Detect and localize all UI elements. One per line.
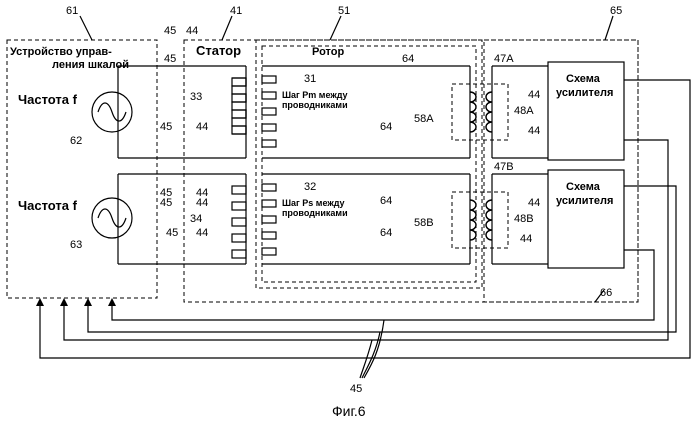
transformer-58a (470, 92, 492, 132)
frequency-top-label: Частота f (18, 92, 78, 107)
ref-44-e: 44 (196, 227, 208, 239)
transformer-58b (470, 200, 492, 240)
ref-31: 31 (304, 73, 316, 85)
figure-caption: Фиг.6 (332, 403, 366, 419)
ref-51: 51 (338, 5, 350, 17)
ref-48a: 48A (514, 105, 534, 117)
ref-33: 33 (190, 91, 202, 103)
ref-47b: 47B (494, 161, 514, 173)
ac-source-top (92, 92, 132, 132)
pitch-m-label-1: Шаг Pm между (282, 90, 348, 100)
ref-64-a: 64 (402, 53, 414, 65)
arrow-2 (60, 298, 68, 306)
arrow-1 (36, 298, 44, 306)
ref-44-d: 44 (196, 197, 208, 209)
ref-45-bottom: 45 (350, 383, 362, 395)
rotor-label: Ротор (312, 46, 344, 58)
ref-44-a: 44 (186, 25, 198, 37)
ref-58a: 58A (414, 113, 434, 125)
arrow-3 (84, 298, 92, 306)
ref-58b: 58B (414, 217, 434, 229)
ref-64-b: 64 (380, 121, 392, 133)
ref-34: 34 (190, 213, 202, 225)
ref-44-r2: 44 (528, 125, 540, 137)
amplifier-top-label-2: усилителя (556, 87, 613, 99)
stator-coil-top (232, 78, 246, 134)
ref-44-b: 44 (196, 121, 208, 133)
stator-coil-bottom (232, 186, 246, 258)
ref-44-r1: 44 (528, 89, 540, 101)
ref-41: 41 (230, 5, 242, 17)
ref-66: 66 (600, 287, 612, 299)
rotor-scale-bottom (262, 184, 276, 255)
pitch-s-label-2: проводниками (282, 208, 348, 218)
ref-64-c: 64 (380, 195, 392, 207)
ref-45-d: 45 (160, 197, 172, 209)
amplifier-top-label-1: Схема (566, 73, 601, 85)
ref-45-e: 45 (166, 227, 178, 239)
ref-44-r4: 44 (520, 233, 532, 245)
pitch-m-label-2: проводниками (282, 100, 348, 110)
ref-65: 65 (610, 5, 622, 17)
ref-45-a: 45 (164, 53, 176, 65)
ref-45-f: 45 (164, 25, 176, 37)
frequency-bottom-label: Частота f (18, 198, 78, 213)
rotor-inner-block (262, 46, 476, 282)
ref-62: 62 (70, 135, 82, 147)
transformer-58a-box (452, 84, 508, 140)
ref-47a: 47A (494, 53, 514, 65)
ref-48b: 48B (514, 213, 534, 225)
transformer-58b-box (452, 192, 508, 248)
ref-63: 63 (70, 239, 82, 251)
pitch-s-label-1: Шаг Ps между (282, 198, 345, 208)
controller-label-1: Устройство управ- (10, 46, 112, 58)
ac-source-bottom (92, 198, 132, 238)
controller-block (7, 40, 157, 298)
rotor-block (256, 40, 482, 288)
rotor-scale-top (262, 76, 276, 147)
amplifier-bottom-label-2: усилителя (556, 195, 613, 207)
ref-64-d: 64 (380, 227, 392, 239)
stator-label: Статор (196, 43, 241, 58)
controller-label-2: ления шкалой (52, 59, 129, 71)
ref-32: 32 (304, 181, 316, 193)
ref-45-b: 45 (160, 121, 172, 133)
ref-61: 61 (66, 5, 78, 17)
amplifier-bottom-label-1: Схема (566, 181, 601, 193)
arrow-4 (108, 298, 116, 306)
ref-44-r3: 44 (528, 197, 540, 209)
